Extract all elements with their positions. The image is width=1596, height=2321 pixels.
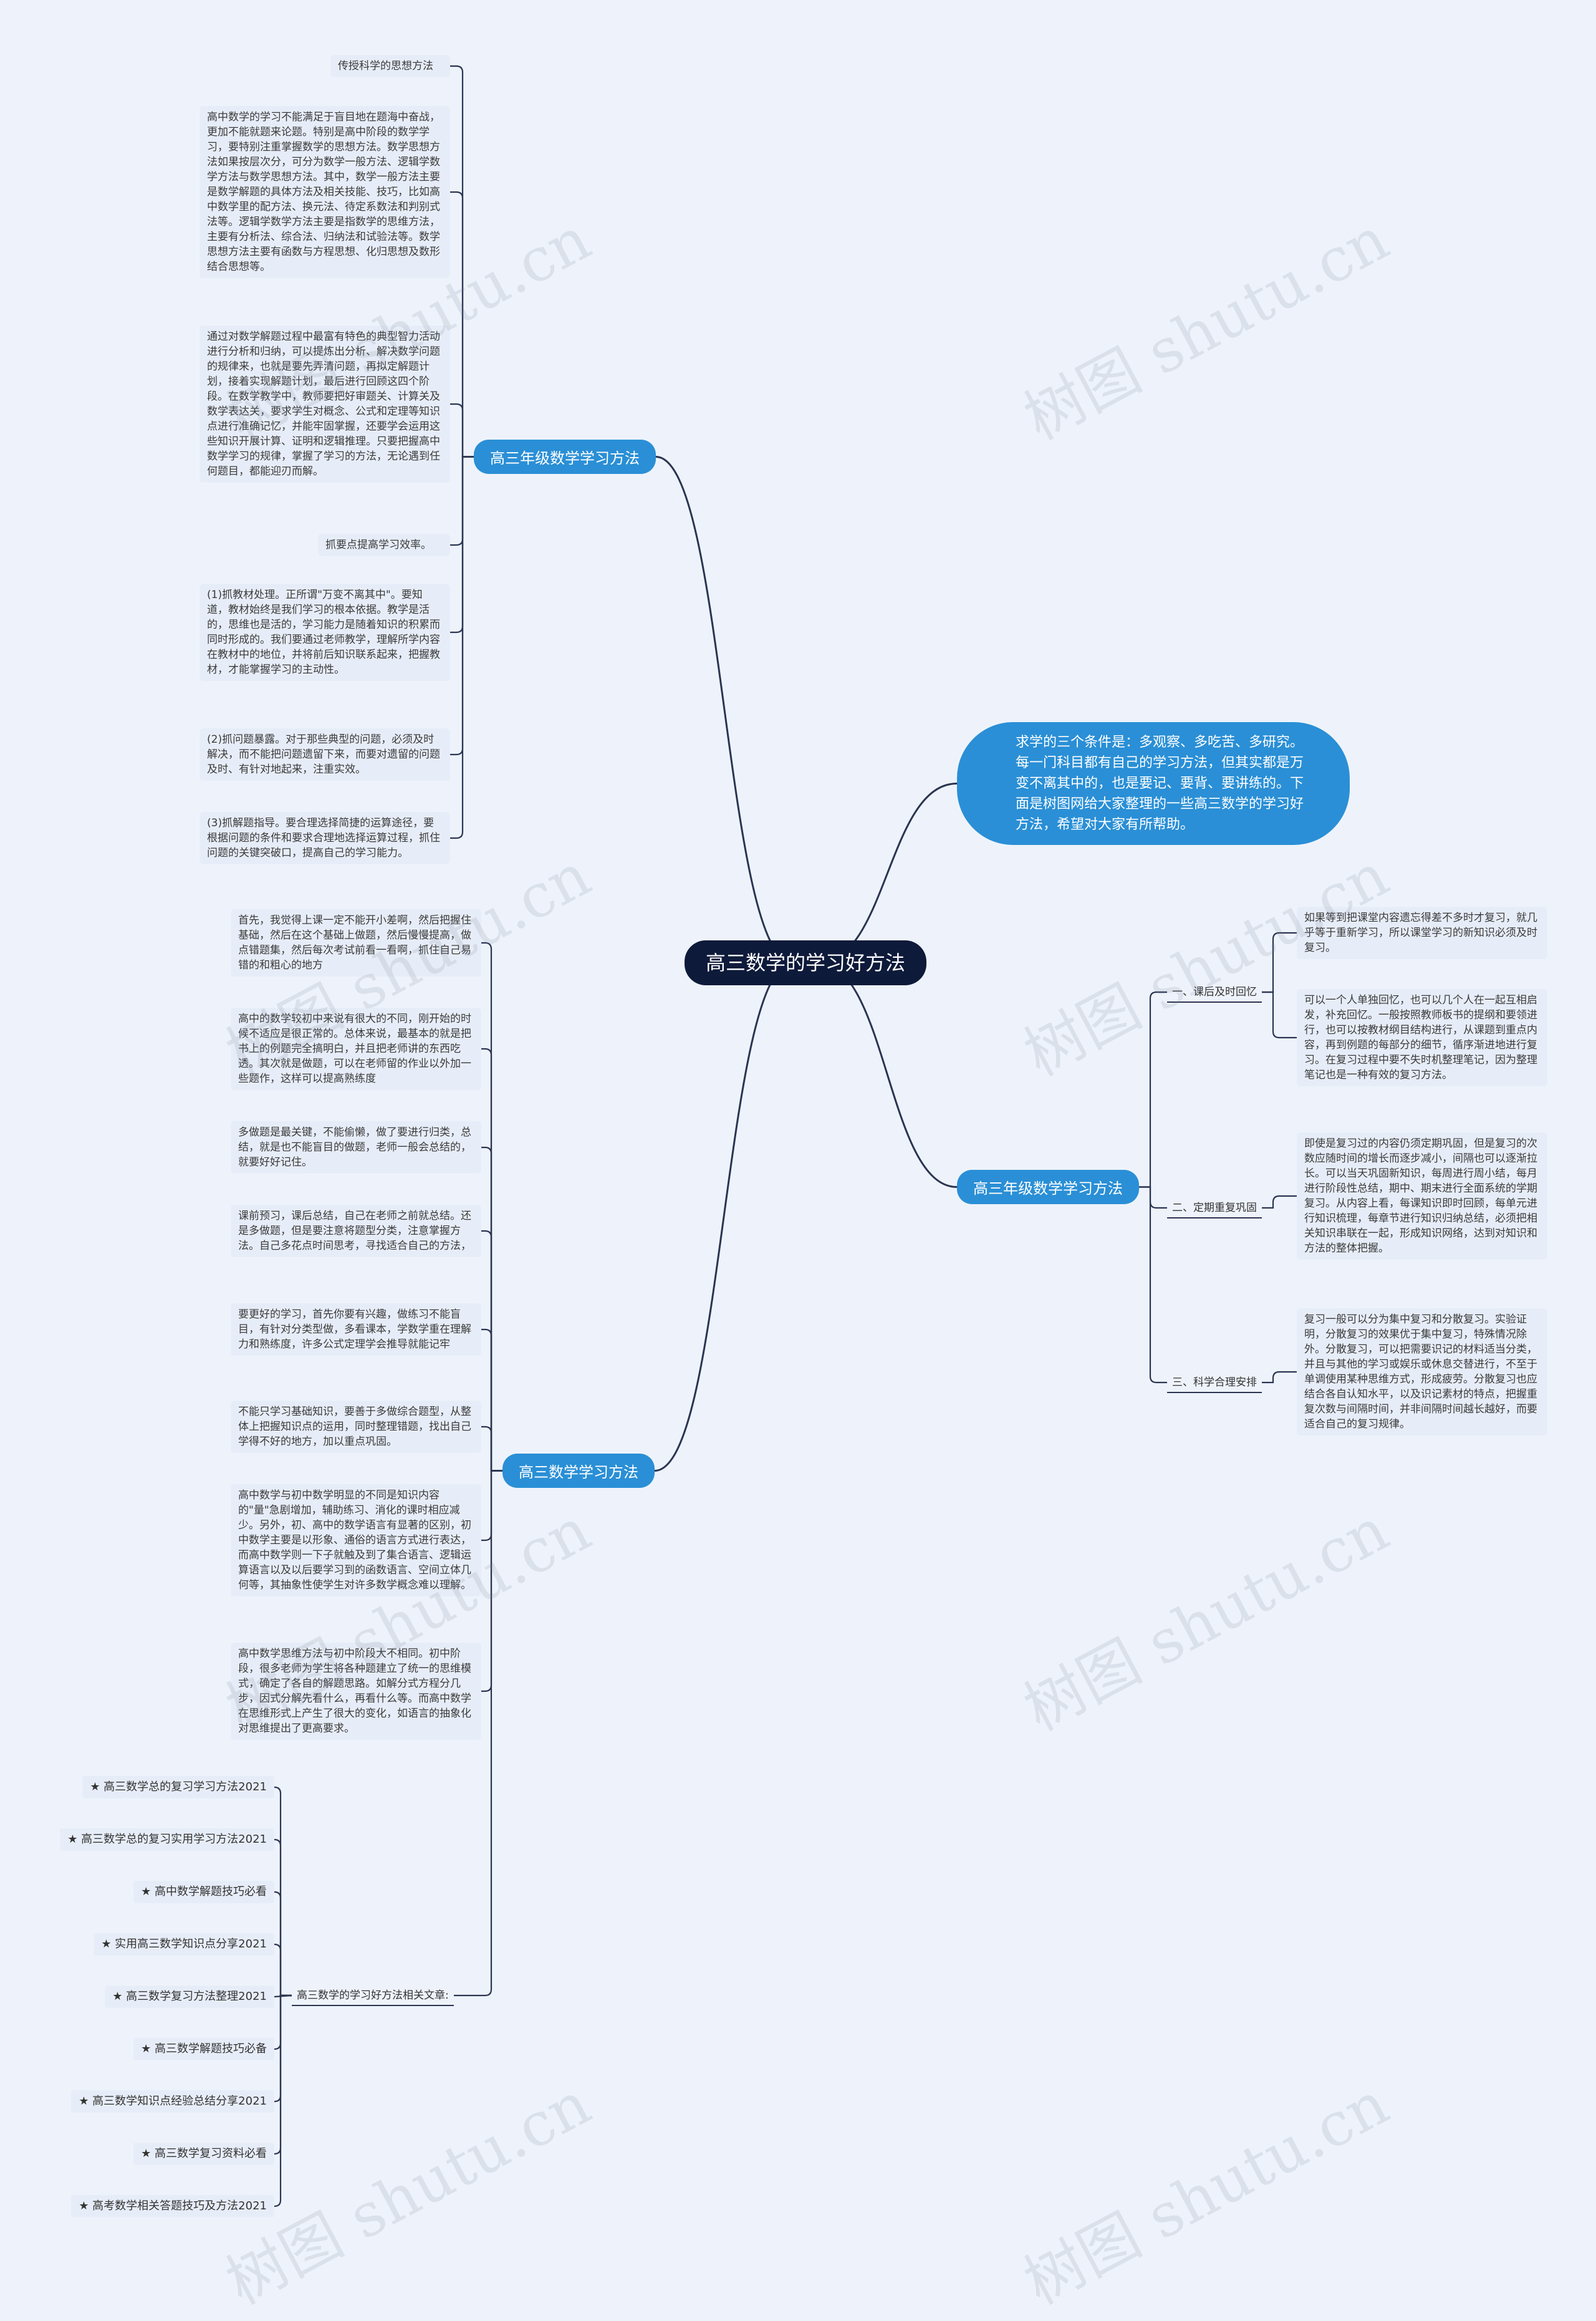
connector: [481, 1230, 502, 1472]
related-article-link[interactable]: ★ 高三数学知识点经验总结分享2021: [71, 2090, 274, 2113]
connector: [817, 783, 958, 964]
leaf-b-7: 高中数学思维方法与初中阶段大不相同。初中阶段，很多老师为学生将各种题建立了统一的…: [231, 1643, 481, 1740]
root-node[interactable]: 高三数学的学习好方法: [685, 940, 927, 985]
mindmap-canvas: 高三数学的学习好方法 求学的三个条件是：多观察、多吃苦、多研究。每一门科目都有自…: [60, 55, 1547, 2319]
sub-scientific-arrangement: 三、科学合理安排: [1172, 1376, 1257, 1389]
connector: [274, 1943, 292, 1997]
connector: [481, 1146, 502, 1472]
related-article-link[interactable]: ★ 高考数学相关答题技巧及方法2021: [71, 2195, 274, 2217]
leaf-b-2: 多做题是最关键，不能偷懒，做了要进行归类，总结，就是也不能盲目的做题，老师一般会…: [231, 1121, 481, 1174]
branch-hs3-grade-math-method-right[interactable]: 高三年级数学学习方法: [957, 1170, 1139, 1204]
branch-hs3-math-method[interactable]: 高三数学学习方法: [502, 1454, 655, 1488]
connector: [274, 1994, 292, 2050]
related-article-link[interactable]: ★ 高三数学总的复习学习方法2021: [82, 1776, 274, 1798]
related-article-link[interactable]: ★ 高三数学复习方法整理2021: [105, 1986, 274, 2008]
related-article-link[interactable]: ★ 高中数学解题技巧必看: [133, 1881, 274, 1903]
branch-hs3-grade-math-method-top[interactable]: 高三年级数学学习方法: [474, 440, 656, 474]
related-articles-label: 高三数学的学习好方法相关文章:: [297, 1989, 449, 2002]
leaf-a-6: (3)抓解题指导。要合理选择简捷的运算途径，要根据问题的条件和要求合理地选择运算…: [200, 812, 450, 864]
leaf-c3-0: 复习一般可以分为集中复习和分散复习。实验证明，分散复习的效果优于集中复习，特殊情…: [1297, 1308, 1547, 1436]
connector-lines: [274, 65, 1297, 2208]
sub-review-after-class: 一、课后及时回忆: [1172, 986, 1257, 998]
connector: [274, 1838, 292, 1997]
connector: [1139, 1186, 1167, 1209]
connector: [1262, 1195, 1297, 1209]
connector: [817, 962, 958, 1188]
leaf-a-3: 抓要点提高学习效率。: [318, 534, 450, 556]
connector: [274, 1994, 292, 2208]
connector: [274, 1786, 292, 1997]
leaf-b-4: 要更好的学习，首先你要有兴趣，做练习不能盲目，有针对分类型做，多看课本，学数学重…: [231, 1303, 481, 1356]
connector: [654, 962, 794, 1472]
leaf-b-3: 课前预习，课后总结，自己在老师之前就总结。还是多做题，但是要注意将题型分类，注意…: [231, 1205, 481, 1257]
leaf-b-0: 首先，我觉得上课一定不能开小差啊，然后把握住基础，然后在这个基础上做题，然后慢慢…: [231, 909, 481, 977]
related-article-link[interactable]: ★ 实用高三数学知识点分享2021: [94, 1933, 274, 1956]
related-article-link[interactable]: ★ 高三数学复习资料必看: [133, 2143, 274, 2165]
related-article-link[interactable]: ★ 高三数学解题技巧必备: [133, 2038, 274, 2060]
connector: [454, 1470, 502, 1997]
connector: [450, 191, 474, 458]
leaf-a-0: 传授科学的思想方法: [330, 55, 450, 77]
connector: [1262, 932, 1297, 993]
connector: [274, 1891, 292, 1997]
sub-regular-consolidation: 二、定期重复巩固: [1172, 1202, 1257, 1214]
connector: [481, 1048, 502, 1472]
connector: [450, 456, 474, 839]
leaf-b-5: 不能只学习基础知识，要善于多做综合题型，从整体上把握知识点的运用，同时整理错题，…: [231, 1401, 481, 1453]
connector: [274, 1994, 292, 2155]
leaf-c2-0: 即使是复习过的内容仍须定期巩固，但是复习的次数应随时间的增长而逐步减小，间隔也可…: [1297, 1132, 1547, 1260]
leaf-a-1: 高中数学的学习不能满足于盲目地在题海中奋战，更加不能就题来论题。特别是高中阶段的…: [200, 106, 450, 278]
connector: [655, 456, 794, 964]
leaf-b-6: 高中数学与初中数学明显的不同是知识内容的"量"急剧增加，辅助练习、消化的课时相应…: [231, 1484, 481, 1596]
leaf-c1-1: 可以一个人单独回忆，也可以几个人在一起互相启发，补充回忆。一般按照教师板书的提纲…: [1297, 989, 1547, 1086]
leaf-b-1: 高中的数学较初中来说有很大的不同，刚开始的时候不适应是很正常的。总体来说，最基本…: [231, 1008, 481, 1090]
leaf-c1-0: 如果等到把课堂内容遗忘得差不多时才复习，就几乎等于重新学习，所以课堂学习的新知识…: [1297, 907, 1547, 959]
related-article-link[interactable]: ★ 高三数学总的复习实用学习方法2021: [60, 1828, 274, 1851]
connector: [450, 403, 474, 458]
connector: [1139, 1186, 1167, 1384]
connector: [1262, 991, 1297, 1039]
connector: [481, 1426, 502, 1472]
leaf-a-2: 通过对数学解题过程中最富有特色的典型智力活动进行分析和归纳，可以提炼出分析、解决…: [200, 326, 450, 483]
connector: [1139, 991, 1167, 1188]
leaf-a-5: (2)抓问题暴露。对于那些典型的问题，必须及时解决，而不能把问题遗留下来，而要对…: [200, 728, 450, 781]
connector: [450, 65, 474, 458]
connector: [1262, 1371, 1297, 1384]
leaf-a-4: (1)抓教材处理。正所谓"万变不离其中"。要知道，教材始终是我们学习的根本依据。…: [200, 584, 450, 681]
connector: [481, 942, 502, 1472]
connector: [481, 1328, 502, 1472]
intro-node[interactable]: 求学的三个条件是：多观察、多吃苦、多研究。每一门科目都有自己的学习方法，但其实都…: [957, 722, 1350, 845]
